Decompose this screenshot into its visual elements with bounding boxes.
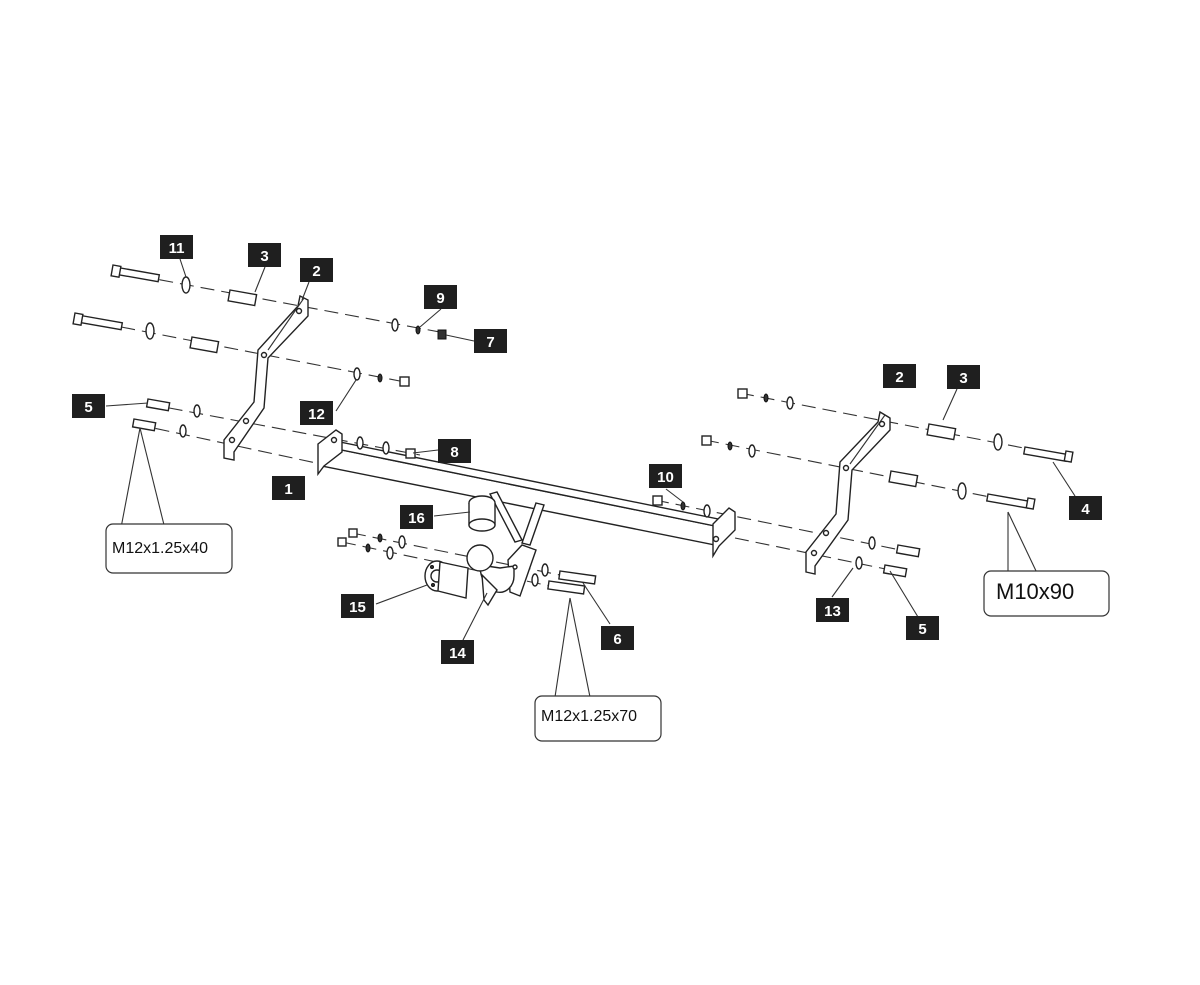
svg-text:M12x1.25x70: M12x1.25x70 — [541, 708, 637, 725]
svg-text:15: 15 — [349, 599, 366, 616]
svg-text:2: 2 — [895, 369, 903, 386]
part-tag-6: 6 — [601, 626, 634, 650]
svg-text:7: 7 — [486, 334, 494, 351]
callout-ball-bolt: M12x1.25x70 — [534, 695, 662, 742]
part-tag-11: 11 — [160, 235, 193, 259]
svg-text:12: 12 — [308, 406, 325, 423]
svg-text:3: 3 — [959, 370, 967, 387]
part-tag-5-right: 5 — [906, 616, 939, 640]
ball-cover — [468, 495, 496, 532]
part-tag-8: 8 — [438, 439, 471, 463]
part-tag-7: 7 — [474, 329, 507, 353]
part-tag-2-left: 2 — [300, 258, 333, 282]
main-cross-beam — [317, 429, 736, 559]
hardware-center — [337, 528, 597, 595]
part-tag-13: 13 — [816, 598, 849, 622]
svg-text:13: 13 — [824, 603, 841, 620]
socket-plate — [424, 560, 469, 599]
svg-text:2: 2 — [312, 263, 320, 280]
callout-right-bolt: M10x90 — [983, 570, 1110, 617]
svg-text:14: 14 — [449, 645, 466, 662]
svg-text:M10x90: M10x90 — [996, 579, 1074, 604]
svg-text:10: 10 — [657, 469, 674, 486]
part-tag-5-left: 5 — [72, 394, 105, 418]
part-tag-3-right: 3 — [947, 365, 980, 389]
svg-text:5: 5 — [84, 399, 92, 416]
part-tag-1: 1 — [272, 476, 305, 500]
tow-ball-assembly — [466, 491, 545, 607]
part-tag-16: 16 — [400, 505, 433, 529]
hardware-left — [72, 264, 447, 459]
svg-text:11: 11 — [169, 240, 185, 257]
part-tag-9: 9 — [424, 285, 457, 309]
hardware-right — [652, 388, 1074, 578]
part-tag-12: 12 — [300, 401, 333, 425]
svg-text:M12x1.25x40: M12x1.25x40 — [112, 540, 208, 557]
right-side-bracket — [805, 410, 891, 575]
part-tag-4: 4 — [1069, 496, 1102, 520]
left-side-bracket — [223, 294, 309, 461]
svg-text:4: 4 — [1081, 501, 1090, 518]
svg-text:1: 1 — [284, 481, 292, 498]
svg-text:5: 5 — [918, 621, 926, 638]
svg-text:16: 16 — [408, 510, 425, 527]
callout-left-bolt: M12x1.25x40 — [105, 523, 233, 574]
part-tag-2-right: 2 — [883, 364, 916, 388]
svg-text:3: 3 — [260, 248, 268, 265]
svg-text:8: 8 — [450, 444, 458, 461]
part-tag-15: 15 — [341, 594, 374, 618]
part-tag-10: 10 — [649, 464, 682, 488]
svg-text:9: 9 — [436, 290, 444, 307]
svg-text:6: 6 — [613, 631, 621, 648]
part-tag-3-left: 3 — [248, 243, 281, 267]
part-tag-14: 14 — [441, 640, 474, 664]
